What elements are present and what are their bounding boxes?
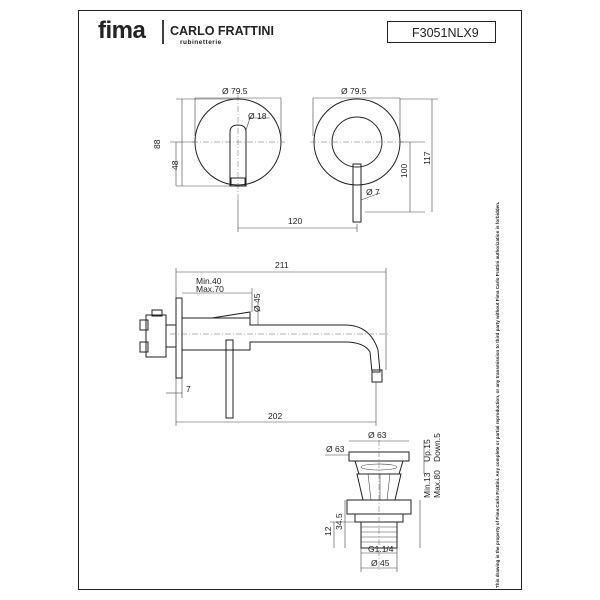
front-view-lever-plate: Ø 79.5 Ø 18 88 48 [152, 86, 285, 200]
product-code: F3051NLX9 [412, 26, 479, 40]
dim-min-40: Min.40 [196, 276, 222, 286]
header: fima CARLO FRATTINI rubinetterie F3051NL… [98, 17, 496, 46]
dim-gap-7: 7 [186, 384, 191, 394]
brand-sub-tag: rubinetterie [180, 39, 222, 46]
dim-waste-top-diameter: Ø 63 [368, 430, 387, 440]
copyright-note: This drawing is the property of Fima Car… [495, 202, 500, 588]
waste-drain-view: Ø 63 Ø 63 Up.15 Down.5 Min.13 Max.80 34.… [323, 430, 442, 572]
dim-max-70: Max.70 [196, 284, 224, 294]
dim-waste-bottom-diameter: Ø 45 [371, 558, 390, 568]
dim-height-88: 88 [152, 139, 162, 149]
dim-height-117: 117 [422, 151, 432, 165]
dim-lever-diameter: Ø 18 [248, 111, 267, 121]
dim-waste-side-diameter: Ø 63 [326, 444, 345, 454]
dim-plate-right-diameter: Ø 79.5 [341, 86, 367, 96]
code-box [387, 21, 496, 43]
dim-lever-tip-diameter: Ø 7 [366, 187, 380, 197]
dim-spout-211: 211 [275, 260, 289, 270]
brand-logo: fima [98, 17, 147, 44]
dim-spout-diameter-45: Ø 45 [252, 293, 262, 312]
dim-min-13: Min.13 [422, 472, 432, 498]
dim-spacing-120: 120 [288, 216, 302, 226]
dim-up-15: Up.15 [422, 439, 432, 462]
dim-spacing-group: 120 [237, 200, 358, 232]
front-view-spout-plate: Ø 79.5 Ø 7 100 117 [310, 86, 438, 223]
dim-plate-left-diameter: Ø 79.5 [222, 86, 248, 96]
dim-height-48: 48 [170, 160, 180, 170]
dim-thread: G1.1/4 [368, 544, 394, 554]
side-view: 211 Min.40 Max.70 Ø 45 7 202 [139, 260, 390, 426]
dim-height-100: 100 [399, 164, 409, 178]
dim-max-80: Max.80 [432, 470, 442, 498]
sheet-border [78, 10, 522, 590]
brand-sub-name: CARLO FRATTINI [170, 24, 274, 38]
dim-34-5: 34.5 [334, 513, 344, 530]
dim-12: 12 [323, 526, 333, 536]
dim-length-202: 202 [268, 411, 282, 421]
dim-down-5: Down.5 [432, 433, 442, 462]
